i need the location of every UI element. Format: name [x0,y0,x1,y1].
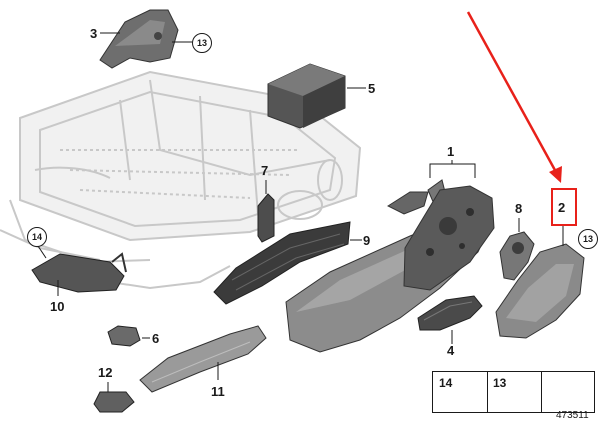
part-8-motor [499,218,535,281]
callout-12: 12 [98,365,113,380]
side-panel [285,185,495,353]
legend-cell-clip: 13 [487,372,542,412]
part-10-assembly [31,245,127,296]
callout-5: 5 [368,81,376,96]
circled-ref-14-left: 14 [27,227,47,247]
callout-6: 6 [152,331,160,346]
callout-4: 4 [447,343,455,358]
callout-1: 1 [447,144,455,159]
callout-7: 7 [261,163,269,178]
fastener-legend: 14 13 [432,371,595,413]
legend-screw-label: 14 [439,376,453,390]
part-3-bracket [99,9,192,69]
callout-2: 2 [558,200,566,215]
circled-ref-13-right: 13 [578,229,598,249]
legend-cell-screw: 14 [433,372,488,412]
circled-ref-13-top: 13 [192,33,212,53]
callout-10: 10 [50,299,65,314]
red-arrow [466,11,562,183]
highlight-box [551,188,577,226]
part-6-clip [107,325,150,347]
part-9-module [213,221,362,305]
diagram-id: 473511 [556,410,589,421]
part-12-clip [93,382,135,413]
part-7-bracket [257,180,275,243]
callout-9: 9 [363,233,371,248]
callout-3: 3 [90,26,98,41]
part-4-handle [417,295,483,344]
legend-cell-symbol [541,372,594,412]
callout-8: 8 [515,201,523,216]
part-11-strip [139,325,267,393]
part-2-trim [495,226,585,339]
part-1-bracket [429,160,476,178]
legend-clip-label: 13 [493,376,507,390]
callout-11: 11 [211,384,225,399]
part-5-block [267,63,366,129]
